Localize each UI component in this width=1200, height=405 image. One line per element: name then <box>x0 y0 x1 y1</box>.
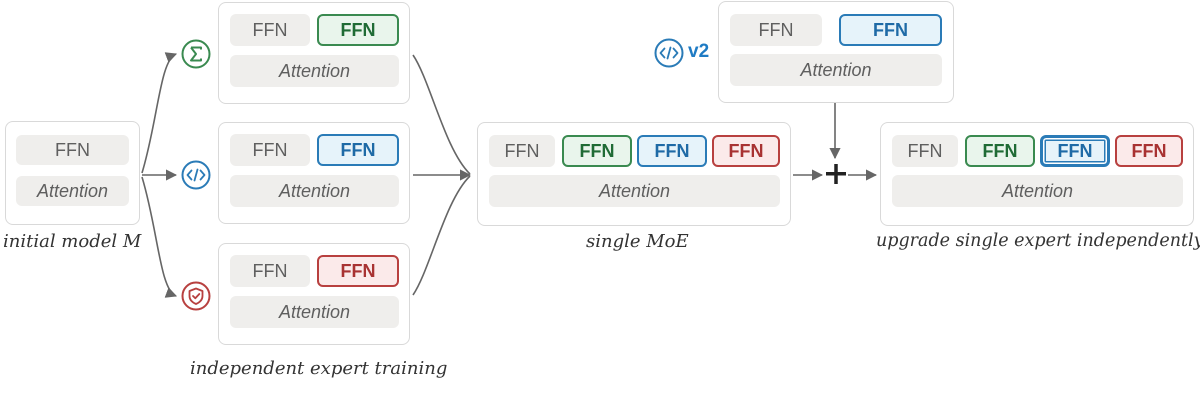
attention-cell: Attention <box>230 55 399 87</box>
initial-model-box: FFN Attention <box>5 121 140 225</box>
code-icon <box>181 160 211 190</box>
ffn-cell: FFN <box>892 135 958 167</box>
expert-box-code: FFN FFN Attention <box>218 122 410 224</box>
ffn-expert-code: FFN <box>637 135 707 167</box>
expert-box-math: FFN FFN Attention <box>218 2 410 104</box>
ffn-cell: FFN <box>16 135 129 165</box>
ffn-expert-math: FFN <box>317 14 399 46</box>
ffn-cell: FFN <box>489 135 555 167</box>
attention-cell: Attention <box>230 175 399 207</box>
caption-initial-model: initial model M <box>3 231 142 252</box>
ffn-expert-code-upgraded: FFN <box>1040 135 1110 167</box>
expert-box-code-v2: FFN FFN Attention <box>718 1 954 103</box>
upgraded-moe-box: FFN FFN FFN FFN Attention <box>880 122 1194 226</box>
caption-single-moe: single MoE <box>586 231 689 252</box>
ffn-expert-code: FFN <box>317 134 399 166</box>
ffn-cell: FFN <box>230 134 310 166</box>
ffn-cell: FFN <box>230 255 310 287</box>
plus-icon <box>826 164 846 184</box>
attention-cell: Attention <box>230 296 399 328</box>
version-badge: v2 <box>688 41 710 62</box>
ffn-expert-code-v2: FFN <box>839 14 942 46</box>
caption-upgrade: upgrade single expert independently <box>876 231 1200 251</box>
caption-independent-training: independent expert training <box>190 358 448 379</box>
shield-check-icon <box>181 281 211 311</box>
code-icon <box>654 38 684 68</box>
attention-cell: Attention <box>892 175 1183 207</box>
expert-box-safety: FFN FFN Attention <box>218 243 410 345</box>
attention-cell: Attention <box>489 175 780 207</box>
ffn-expert-safety: FFN <box>712 135 780 167</box>
ffn-expert-math: FFN <box>965 135 1035 167</box>
ffn-cell: FFN <box>730 14 822 46</box>
ffn-expert-safety: FFN <box>317 255 399 287</box>
attention-cell: Attention <box>16 176 129 206</box>
attention-cell: Attention <box>730 54 942 86</box>
ffn-cell: FFN <box>230 14 310 46</box>
ffn-expert-safety: FFN <box>1115 135 1183 167</box>
sigma-icon <box>181 39 211 69</box>
ffn-expert-math: FFN <box>562 135 632 167</box>
single-moe-box: FFN FFN FFN FFN Attention <box>477 122 791 226</box>
